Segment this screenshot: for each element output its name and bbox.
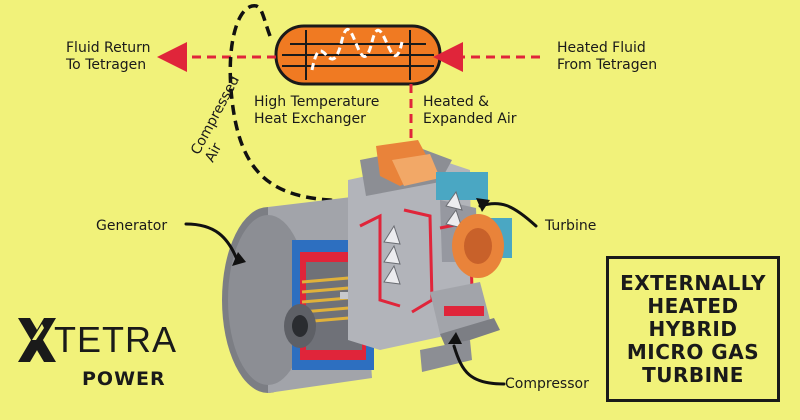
heated-fluid-label: Heated Fluid From Tetragen bbox=[557, 40, 658, 73]
title-line: MICRO GAS bbox=[626, 339, 760, 364]
tetra-logo: TETRA bbox=[14, 314, 177, 366]
fluid-return-label: Fluid Return To Tetragen bbox=[66, 40, 151, 73]
title-box: EXTERNALLY HEATED HYBRID MICRO GAS TURBI… bbox=[606, 256, 780, 402]
title-line: EXTERNALLY bbox=[620, 270, 766, 295]
title-line: TURBINE bbox=[642, 362, 744, 387]
heat-exchanger-icon bbox=[274, 24, 442, 86]
heat-exchanger-label: High Temperature Heat Exchanger bbox=[254, 94, 380, 127]
x-mark-icon bbox=[18, 318, 56, 362]
compressor-pointer-icon bbox=[452, 344, 506, 386]
logo-subtitle: POWER bbox=[82, 368, 166, 390]
compressor-label: Compressor bbox=[505, 376, 589, 392]
turbine-core bbox=[348, 140, 512, 372]
generator-label: Generator bbox=[96, 218, 168, 234]
compressed-air-line bbox=[228, 4, 390, 251]
logo-wordmark: TETRA bbox=[54, 319, 178, 360]
title-line: HYBRID bbox=[648, 316, 738, 341]
heated-air-label: Heated & Expanded Air bbox=[423, 94, 517, 127]
turbine-label: Turbine bbox=[545, 218, 597, 234]
title-line: HEATED bbox=[647, 293, 739, 318]
generator-pointer-icon bbox=[184, 222, 240, 264]
